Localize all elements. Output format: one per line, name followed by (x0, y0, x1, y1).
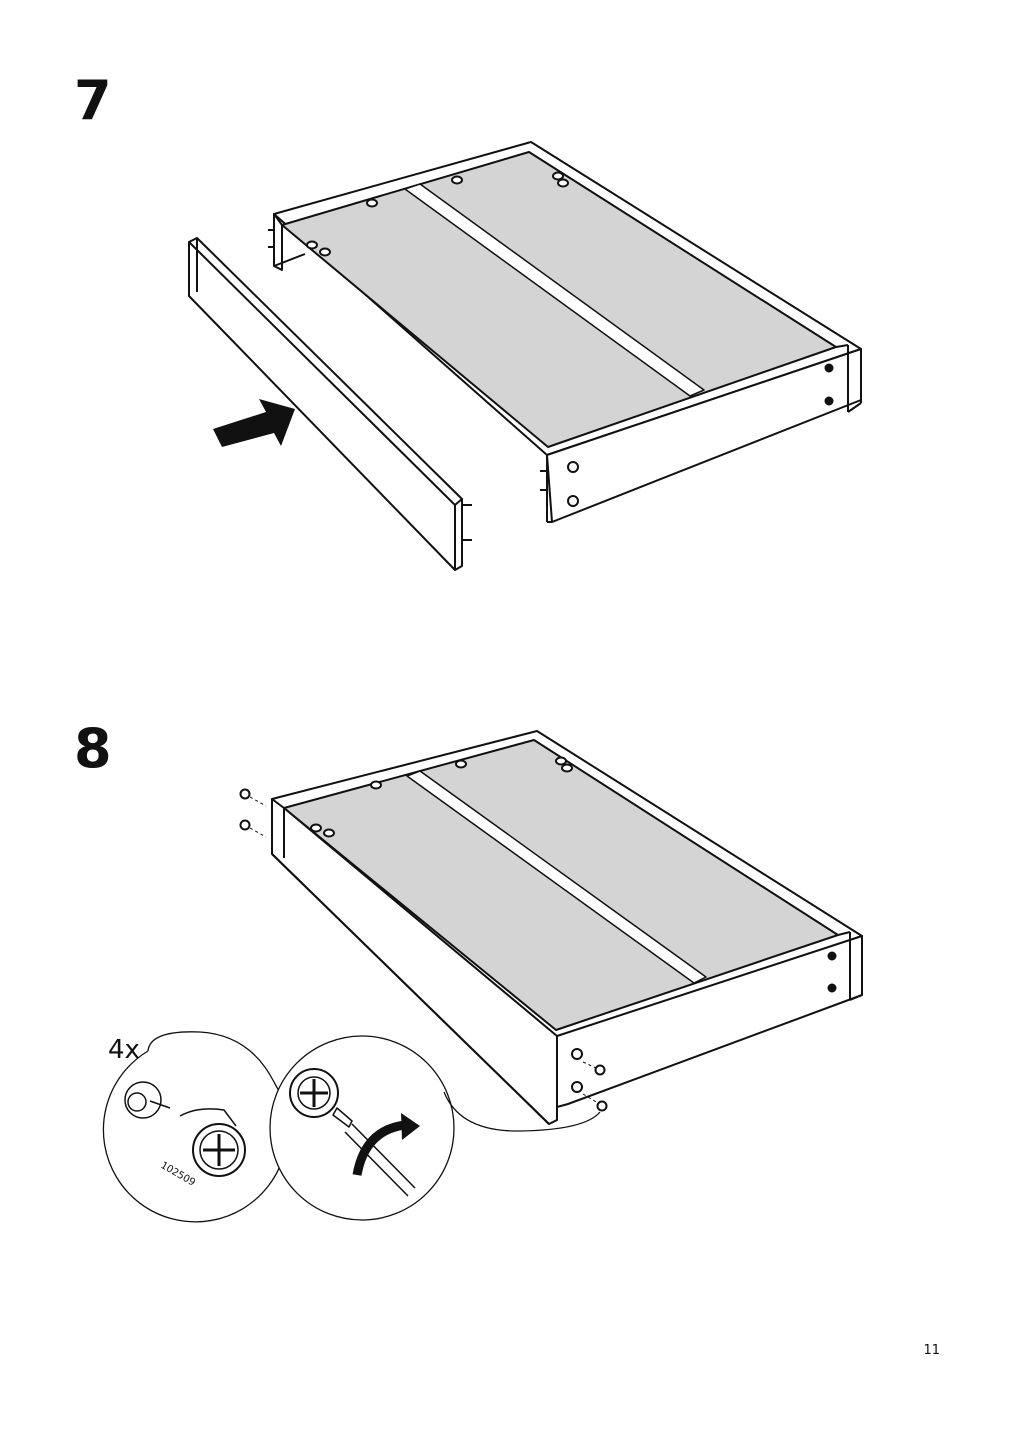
quantity-label: 4x (108, 1035, 140, 1065)
centre-gap (406, 770, 707, 984)
centre-gap (404, 183, 705, 397)
step-8-number: 8 (74, 717, 112, 780)
rotate-arrow-icon (352, 1120, 406, 1176)
cam-lock-icon (239, 788, 608, 1112)
arrow-icon (213, 399, 295, 447)
step-8-illustration: 4x 102509 (102, 730, 863, 1223)
detail-callout-left (102, 1050, 289, 1223)
screwdriver-icon (332, 1107, 416, 1197)
step-7-number: 7 (74, 69, 112, 132)
detail-callout-right (269, 1035, 455, 1221)
part-number: 102509 (159, 1160, 198, 1189)
right-side-panel (556, 935, 863, 1108)
step-7-illustration (188, 141, 862, 571)
page-number: 11 (923, 1343, 940, 1358)
